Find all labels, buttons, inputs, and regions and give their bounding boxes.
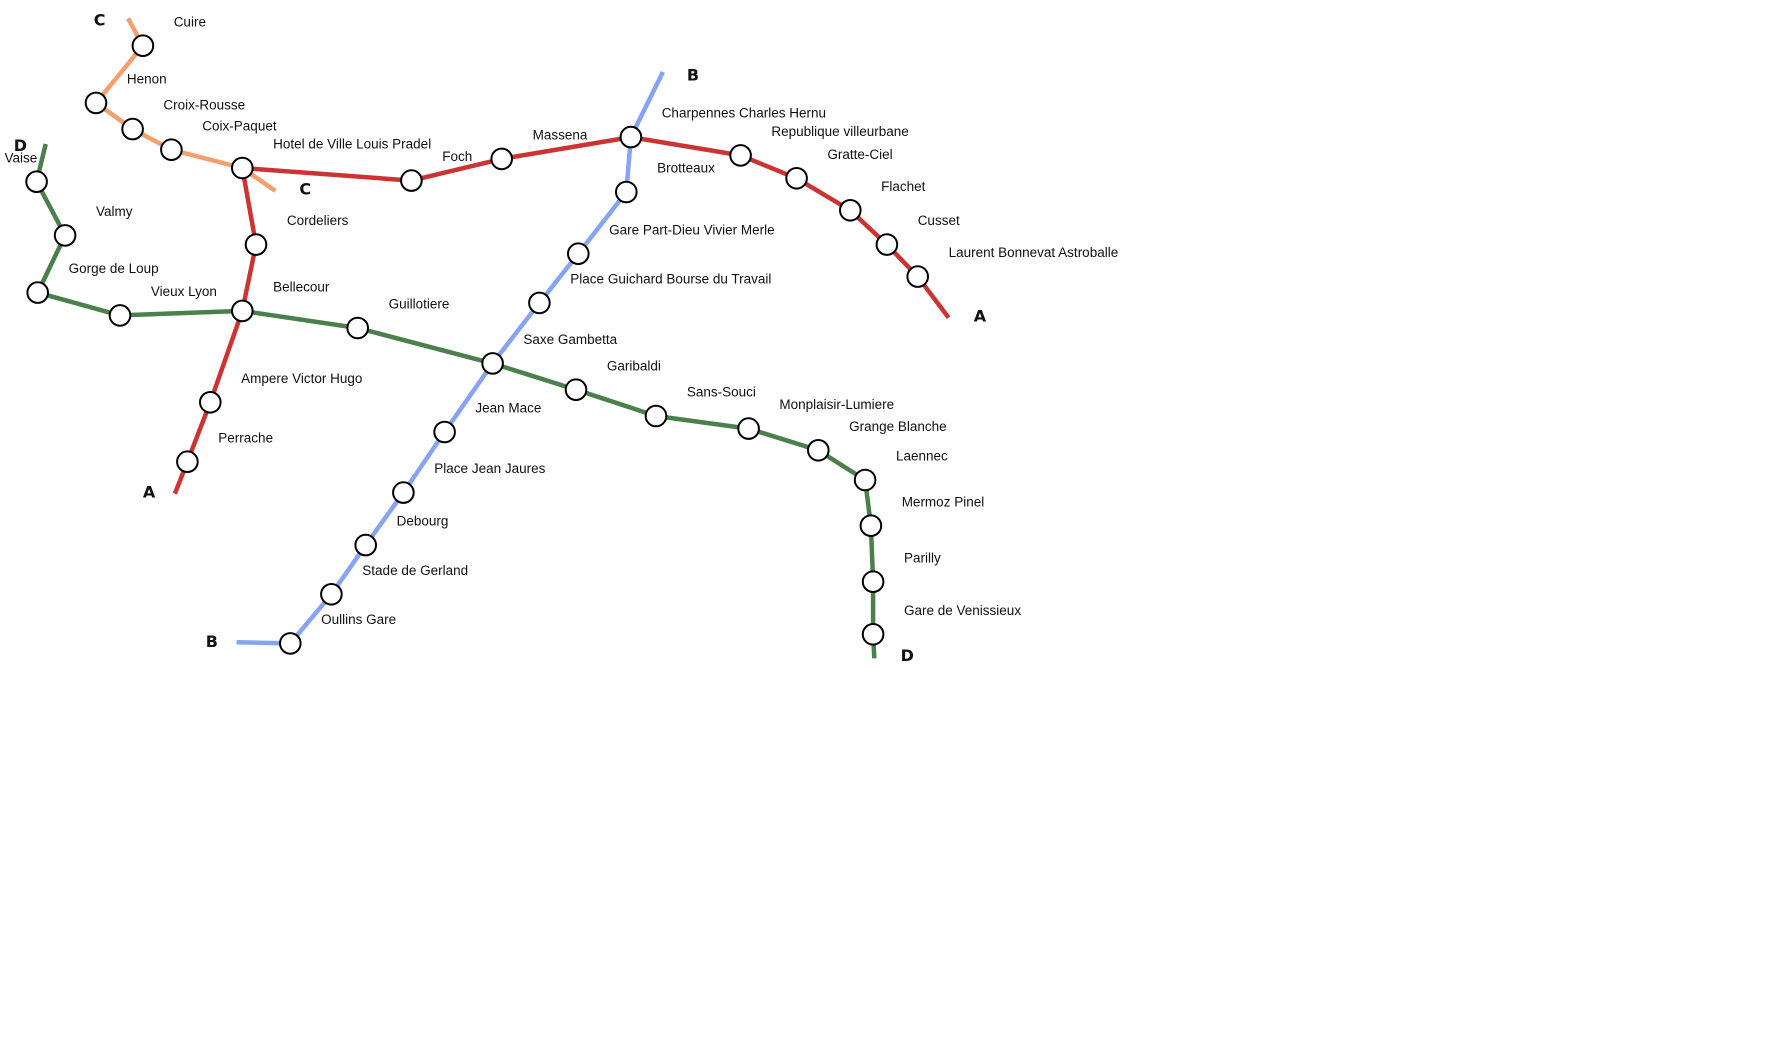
- station-label: Stade de Gerland: [362, 563, 468, 578]
- station-oullins-gare[interactable]: [279, 632, 302, 655]
- station-label: Sans-Souci: [687, 385, 756, 400]
- station-place-guichard-bourse-du-travail[interactable]: [528, 291, 551, 315]
- line-terminal-label: A: [143, 482, 156, 501]
- station-label: Brotteaux: [657, 161, 715, 176]
- station-label: Gare de Venissieux: [904, 603, 1021, 618]
- station-laurent-bonnevat-astroballe[interactable]: [906, 265, 930, 288]
- station-label: Guillotiere: [389, 297, 450, 312]
- station-label: Cuire: [174, 14, 206, 29]
- station-sans-souci[interactable]: [644, 404, 668, 428]
- station-guillotiere[interactable]: [346, 316, 370, 340]
- line-terminal-label: D: [901, 646, 914, 665]
- line-terminal-label: C: [299, 180, 311, 199]
- station-laennec[interactable]: [853, 468, 877, 492]
- station-label: Vieux Lyon: [151, 284, 217, 299]
- station-foch[interactable]: [400, 169, 423, 192]
- line-terminal-label: B: [687, 65, 699, 84]
- station-jean-mace[interactable]: [433, 420, 456, 444]
- station-label: Charpennes Charles Hernu: [662, 106, 826, 121]
- station-flachet[interactable]: [839, 199, 862, 222]
- station-ampere-victor-hugo[interactable]: [199, 391, 222, 414]
- station-monplaisir-lumiere[interactable]: [737, 417, 760, 440]
- station-bellecour[interactable]: [231, 299, 254, 323]
- station-gare-de-vaise[interactable]: [25, 170, 48, 193]
- station-cordeliers[interactable]: [244, 233, 268, 256]
- station-vieux-lyon[interactable]: [108, 304, 132, 327]
- station-label: Croix-Rousse: [163, 98, 245, 113]
- station-perrache[interactable]: [176, 450, 199, 474]
- station-label: Monplaisir-Lumiere: [779, 397, 894, 412]
- station-valmy[interactable]: [53, 224, 77, 247]
- station-label: Gare Part-Dieu Vivier Merle: [609, 222, 775, 237]
- station-place-jean-jaures[interactable]: [392, 481, 415, 504]
- station-debourg[interactable]: [354, 533, 378, 557]
- station-label: Jean Mace: [475, 401, 541, 416]
- station-gratte-ciel[interactable]: [785, 167, 808, 190]
- station-label: Saxe Gambetta: [523, 332, 617, 347]
- metro-line-a: [172, 134, 951, 495]
- line-terminal-label: C: [94, 10, 106, 29]
- station-label: Bellecour: [273, 279, 330, 294]
- station-label: Perrache: [218, 430, 273, 445]
- station-coix-paquet[interactable]: [160, 138, 183, 161]
- station-label: Gorge de Loup: [69, 261, 159, 276]
- station-label: Massena: [533, 127, 588, 142]
- station-label: Cusset: [918, 213, 960, 228]
- station-republique-villeurbane[interactable]: [729, 144, 752, 167]
- station-gare-de-venissieux[interactable]: [861, 623, 885, 646]
- station-label: Place Guichard Bourse du Travail: [570, 271, 771, 286]
- station-label: Parilly: [904, 550, 941, 565]
- station-label: Republique villeurbane: [771, 124, 908, 139]
- station-label: Flachet: [881, 179, 926, 194]
- station-garibaldi[interactable]: [564, 378, 588, 402]
- station-label: Ampere Victor Hugo: [241, 371, 362, 386]
- station-label: Garibaldi: [607, 358, 661, 373]
- station-label: Mermoz Pinel: [902, 494, 985, 509]
- line-terminal-label: B: [206, 632, 218, 651]
- station-label: Laurent Bonnevat Astroballe: [949, 245, 1119, 260]
- station-parilly[interactable]: [861, 570, 885, 594]
- station-gare-part-dieu-vivier-merle[interactable]: [567, 242, 590, 265]
- station-label: Valmy: [96, 204, 133, 219]
- station-label: Hotel de Ville Louis Pradel: [273, 137, 431, 152]
- station-label: Grange Blanche: [849, 419, 947, 434]
- metro-line-d: [34, 143, 877, 659]
- line-terminal-label: A: [974, 306, 987, 325]
- station-label: Coix-Paquet: [202, 118, 277, 133]
- station-croix-rousse[interactable]: [121, 117, 144, 141]
- station-saxe-gambetta[interactable]: [481, 352, 504, 375]
- station-label: Oullins Gare: [321, 612, 396, 627]
- station-label: Foch: [442, 149, 472, 164]
- station-label: Henon: [127, 71, 167, 86]
- station-label: Gare de Vaise: [0, 150, 37, 165]
- station-cusset[interactable]: [875, 233, 899, 256]
- station-charpennes-charles-hernu[interactable]: [619, 125, 643, 149]
- station-brotteaux[interactable]: [615, 180, 638, 204]
- station-grange-blanche[interactable]: [807, 439, 830, 462]
- station-gorge-de-loup[interactable]: [26, 281, 50, 304]
- station-label: Debourg: [397, 514, 449, 529]
- station-cuire[interactable]: [131, 34, 155, 58]
- station-label: Gratte-Ciel: [827, 147, 892, 162]
- station-hotel-de-ville-louis-pradel[interactable]: [231, 156, 254, 180]
- station-label: Place Jean Jaures: [434, 461, 545, 476]
- station-label: Cordeliers: [287, 213, 349, 228]
- station-label: Laennec: [896, 449, 948, 464]
- station-henon[interactable]: [84, 91, 108, 115]
- line-terminal-label: D: [14, 136, 27, 155]
- station-stade-de-gerland[interactable]: [320, 583, 343, 606]
- station-mermoz-pinel[interactable]: [859, 514, 883, 538]
- station-massena[interactable]: [490, 147, 514, 171]
